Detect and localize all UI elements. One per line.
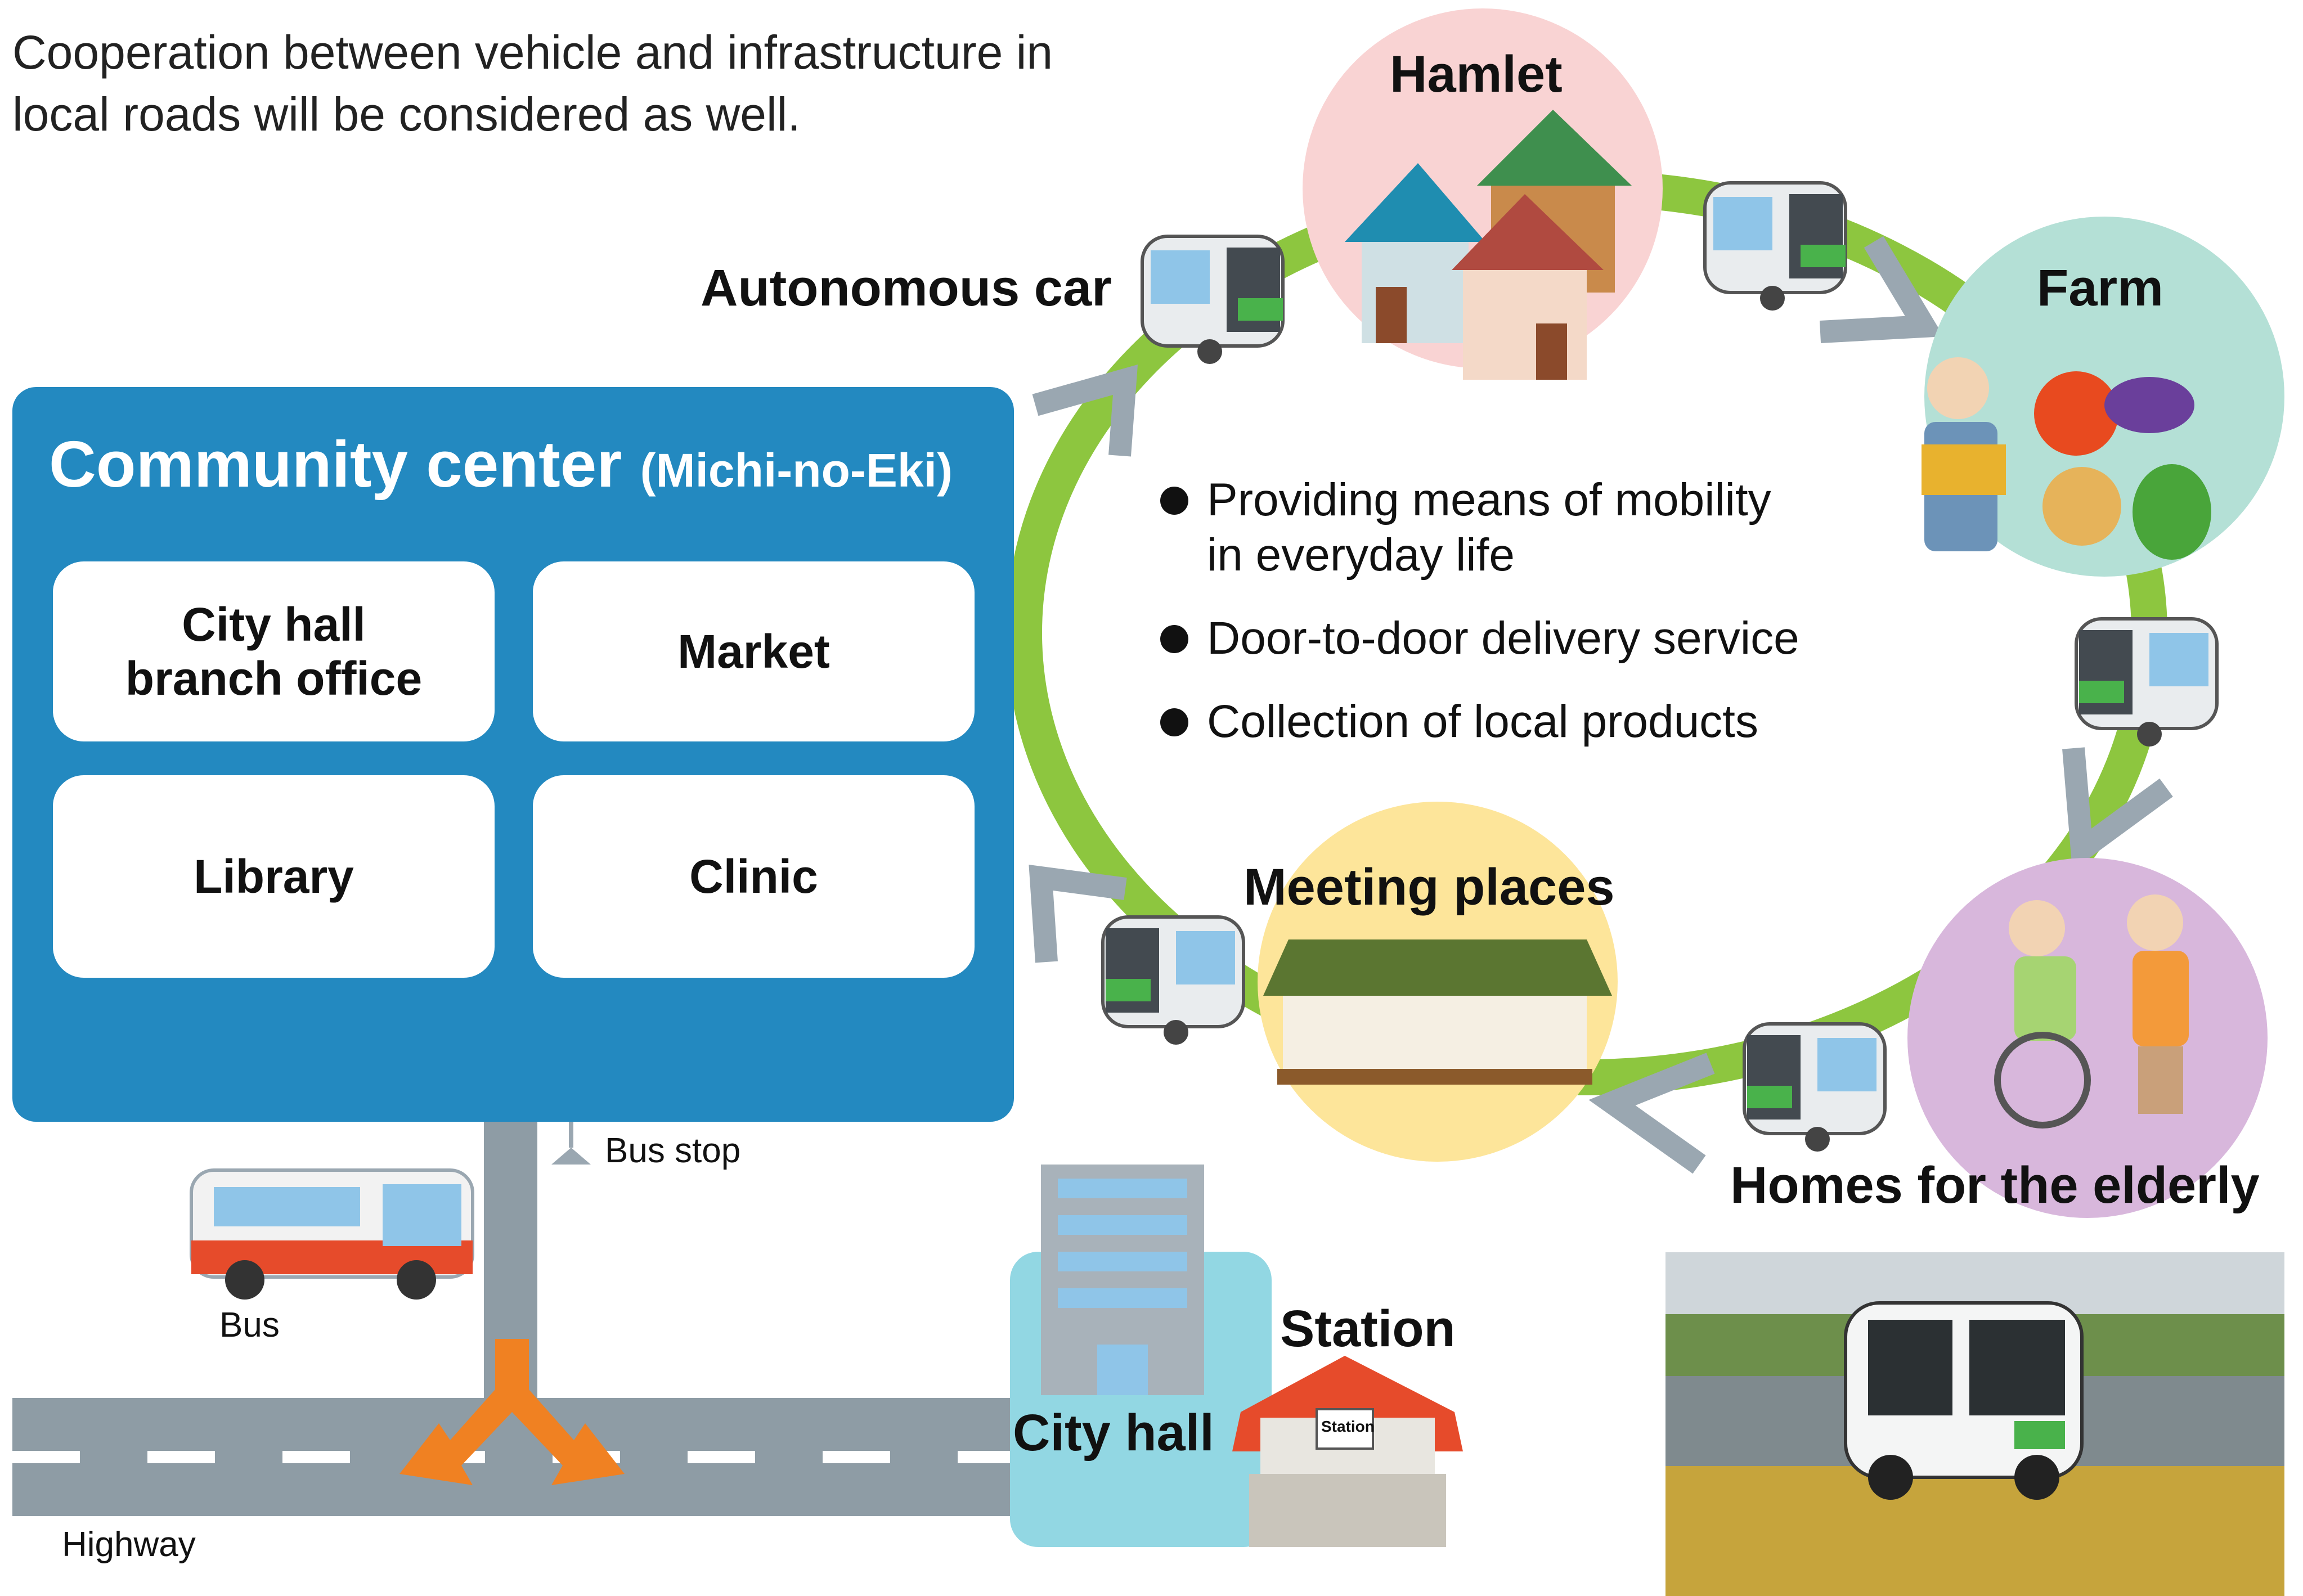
farm-label: Farm	[2037, 259, 2163, 317]
farm-produce-illustration	[1922, 357, 2211, 560]
van-4	[1743, 1022, 1887, 1152]
community-center-subtitle: (Michi-no-Eki)	[640, 444, 953, 497]
autonomous-shuttle-photo	[1665, 1252, 2284, 1596]
service-list: Providing means of mobility in everyday …	[1153, 473, 1799, 777]
city-hall-label: City hall	[1013, 1404, 1214, 1462]
community-center-panel: Community center (Michi-no-Eki) City hal…	[12, 387, 1014, 1122]
room-market: Market	[533, 561, 975, 741]
van-1	[1141, 235, 1285, 364]
station-label: Station	[1280, 1300, 1456, 1357]
city-hall-illustration	[1010, 1165, 1272, 1547]
community-center-title: Community center (Michi-no-Eki)	[49, 426, 953, 502]
station-sign-text: Station	[1321, 1418, 1375, 1435]
autonomous-car-label: Autonomous car	[701, 259, 1112, 317]
highway-label: Highway	[62, 1525, 196, 1564]
bus-illustration	[190, 1168, 474, 1300]
van-3	[2075, 617, 2219, 747]
merge-arrows	[399, 1339, 625, 1485]
intro-text: Cooperation between vehicle and infrastr…	[12, 26, 1053, 141]
room-library: Library	[53, 775, 495, 978]
room-city-hall-branch: City hall branch office	[53, 561, 495, 741]
service-item: Collection of local products	[1153, 694, 1799, 749]
houses-illustration	[1345, 110, 1632, 380]
meeting-places-label: Meeting places	[1243, 858, 1615, 916]
meeting-hall-illustration	[1263, 939, 1612, 1085]
community-center-name: Community center	[49, 428, 622, 501]
station-illustration	[1232, 1356, 1463, 1547]
service-item: Providing means of mobility in everyday …	[1153, 473, 1799, 583]
room-clinic: Clinic	[533, 775, 975, 978]
van-5	[1101, 915, 1245, 1045]
hamlet-label: Hamlet	[1390, 46, 1563, 103]
homes-elderly-label: Homes for the elderly	[1730, 1157, 2260, 1214]
elderly-people-illustration	[1994, 894, 2189, 1129]
road	[12, 1120, 1025, 1516]
service-item: Door-to-door delivery service	[1153, 611, 1799, 666]
bus-label: Bus	[219, 1306, 280, 1345]
van-2	[1703, 181, 1847, 311]
direction-chevrons	[1029, 236, 2173, 1174]
bus-stop-label: Bus stop	[605, 1131, 741, 1170]
elderly-circle	[1907, 858, 2268, 1218]
